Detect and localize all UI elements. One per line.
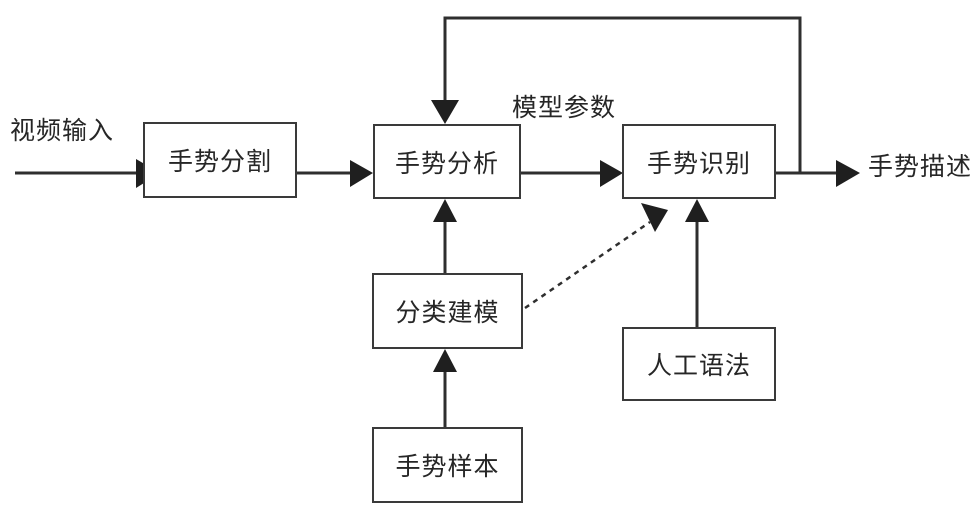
label-video-input: 视频输入 bbox=[10, 116, 115, 145]
label-gesture-output: 手势描述 bbox=[868, 152, 973, 181]
edge-shibie-to-output bbox=[776, 160, 860, 187]
edge-yufa-to-shibie bbox=[685, 199, 709, 327]
node-shoushi-fenxi[interactable]: 手势分析 bbox=[373, 124, 521, 199]
node-label: 手势识别 bbox=[646, 148, 751, 178]
edge-jianmo-to-fenxi bbox=[433, 199, 457, 273]
edge-input-to-fenge bbox=[15, 159, 160, 188]
node-rengong-yufa[interactable]: 人工语法 bbox=[622, 327, 776, 401]
node-shoushi-shibie[interactable]: 手势识别 bbox=[622, 124, 776, 199]
node-label: 分类建模 bbox=[395, 298, 500, 327]
node-shoushi-yangben[interactable]: 手势样本 bbox=[372, 427, 523, 503]
edge-fenge-to-fenxi bbox=[297, 160, 373, 187]
edge-yangben-to-jianmo bbox=[433, 349, 457, 427]
node-label: 手势分割 bbox=[167, 147, 272, 176]
node-label: 手势样本 bbox=[395, 452, 500, 481]
edge-fenxi-to-shibie bbox=[521, 160, 623, 187]
node-label: 手势分析 bbox=[394, 148, 499, 178]
label-model-parameters: 模型参数 bbox=[512, 93, 617, 122]
node-shoushi-fenge[interactable]: 手势分割 bbox=[143, 122, 297, 198]
node-label: 人工语法 bbox=[646, 351, 751, 380]
edge-jianmo-to-shibie bbox=[524, 203, 668, 310]
node-fenlei-jianmo[interactable]: 分类建模 bbox=[372, 273, 523, 349]
